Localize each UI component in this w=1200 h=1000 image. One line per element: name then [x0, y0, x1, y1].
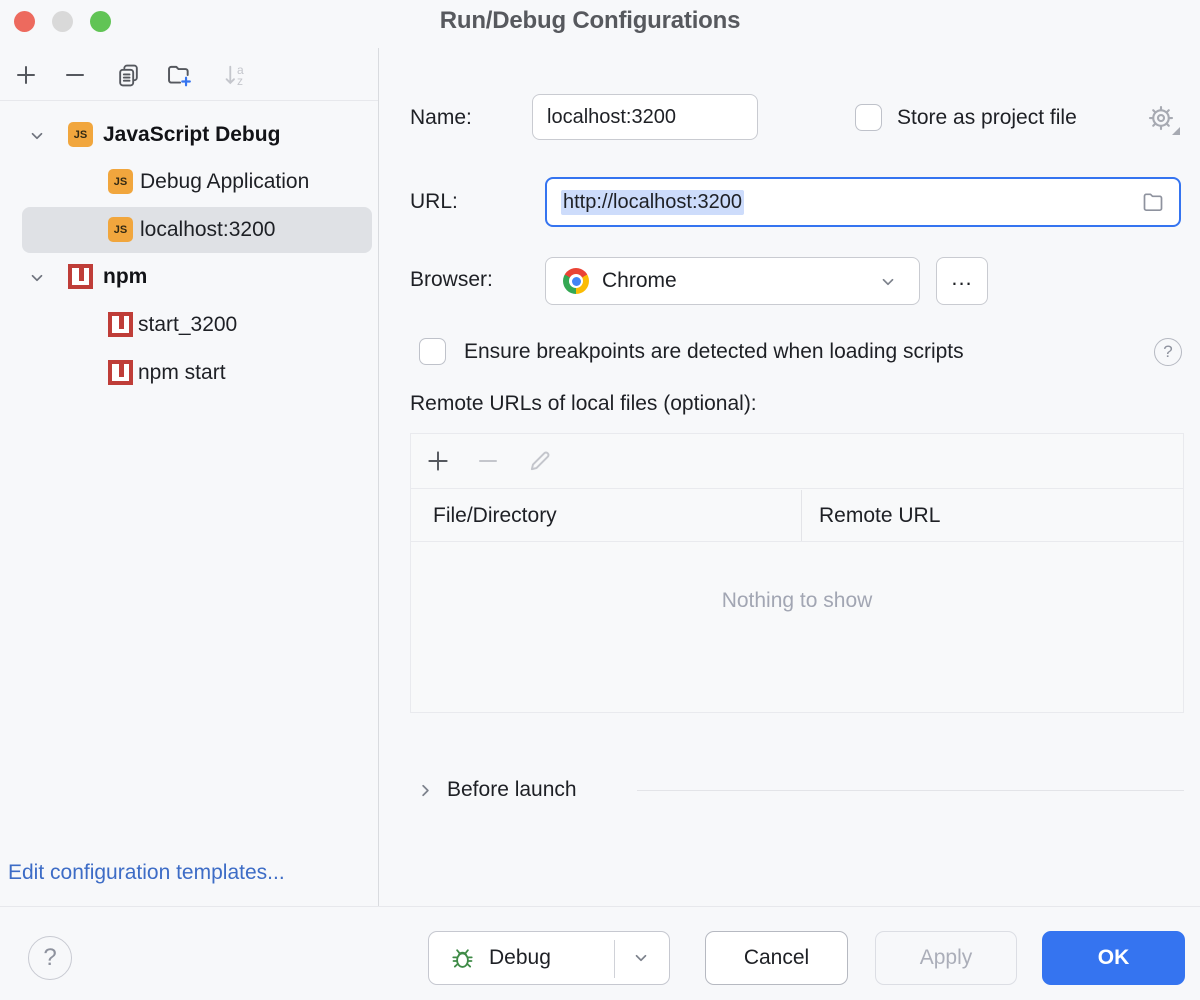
tree-item-label: npm start [138, 361, 226, 384]
table-column-divider[interactable] [801, 490, 802, 541]
chevron-right-icon[interactable] [416, 781, 435, 800]
tree-item-javascript-debug[interactable]: JS JavaScript Debug [0, 112, 378, 158]
tree-item-npm-start[interactable]: npm start [0, 350, 378, 396]
remote-urls-label: Remote URLs of local files (optional): [410, 392, 757, 415]
gear-icon[interactable] [1146, 103, 1180, 135]
dialog-title: Run/Debug Configurations [439, 7, 741, 34]
sidebar-toolbar-divider [0, 100, 378, 101]
table-toolbar-divider [411, 488, 1183, 489]
cancel-button[interactable]: Cancel [705, 931, 848, 985]
tree-selection-highlight [22, 207, 372, 253]
remove-configuration-icon[interactable] [62, 62, 88, 88]
sort-configurations-icon[interactable]: a z [221, 62, 247, 88]
copy-configuration-icon[interactable] [115, 62, 141, 88]
chevron-down-icon[interactable] [28, 269, 46, 287]
remote-urls-table: File/Directory Remote URL Nothing to sho… [410, 433, 1184, 713]
footer-divider [0, 906, 1200, 907]
url-label: URL: [410, 190, 458, 213]
new-folder-icon[interactable] [166, 62, 192, 88]
npm-icon [68, 264, 93, 289]
chrome-icon [563, 268, 589, 294]
ensure-breakpoints-checkbox[interactable] [419, 338, 446, 365]
ensure-breakpoints-label: Ensure breakpoints are detected when loa… [464, 340, 964, 363]
minimize-window-button[interactable] [52, 11, 73, 32]
browser-label: Browser: [410, 268, 493, 291]
chevron-down-icon [879, 273, 897, 291]
name-input[interactable] [532, 94, 758, 140]
javascript-icon: JS [68, 122, 93, 147]
chevron-down-icon[interactable] [28, 127, 46, 145]
ok-button[interactable]: OK [1042, 931, 1185, 985]
table-empty-text: Nothing to show [721, 589, 873, 612]
npm-icon [108, 360, 133, 385]
table-edit-pencil-icon[interactable] [527, 448, 553, 474]
bug-icon [449, 945, 476, 972]
debug-button[interactable]: Debug [428, 931, 670, 985]
tree-item-label: JavaScript Debug [103, 123, 281, 146]
sort-letter-z: z [237, 74, 243, 88]
zoom-window-button[interactable] [90, 11, 111, 32]
tree-item-start-3200[interactable]: start_3200 [0, 302, 378, 348]
npm-icon [108, 312, 133, 337]
table-header-divider [411, 541, 1183, 542]
tree-item-label: start_3200 [138, 313, 238, 336]
store-as-project-file-label: Store as project file [897, 106, 1077, 129]
name-label: Name: [410, 106, 472, 129]
javascript-icon: JS [108, 169, 133, 194]
browse-more-button[interactable]: ... [936, 257, 988, 305]
before-launch-label[interactable]: Before launch [447, 778, 577, 801]
table-add-icon[interactable] [425, 448, 451, 474]
folder-icon[interactable] [1141, 190, 1165, 214]
close-window-button[interactable] [14, 11, 35, 32]
debug-options-chevron-icon[interactable] [632, 949, 650, 967]
sidebar-divider [378, 48, 379, 906]
store-as-project-file-checkbox[interactable] [855, 104, 882, 131]
tree-item-label: localhost:3200 [140, 218, 276, 241]
url-input[interactable]: http://localhost:3200 [545, 177, 1181, 227]
table-remove-icon[interactable] [475, 448, 501, 474]
tree-item-label: npm [103, 265, 148, 288]
table-header-remote-url[interactable]: Remote URL [819, 504, 941, 527]
sort-letter-a: a [237, 63, 244, 77]
browser-selected-value: Chrome [602, 269, 677, 292]
dialog-help-button[interactable]: ? [28, 936, 72, 980]
debug-button-label: Debug [489, 946, 551, 969]
add-configuration-icon[interactable] [13, 62, 39, 88]
debug-split-divider [614, 940, 615, 978]
before-launch-divider [637, 790, 1184, 791]
tree-item-debug-application[interactable]: JS Debug Application [0, 159, 378, 205]
edit-configuration-templates-link[interactable]: Edit configuration templates... [8, 861, 285, 884]
table-header-file-directory[interactable]: File/Directory [433, 504, 557, 527]
javascript-icon: JS [108, 217, 133, 242]
tree-item-label: Debug Application [140, 170, 310, 193]
help-icon[interactable]: ? [1154, 338, 1182, 366]
tree-item-npm[interactable]: npm [0, 254, 378, 300]
apply-button[interactable]: Apply [875, 931, 1017, 985]
browser-select[interactable]: Chrome [545, 257, 920, 305]
tree-item-localhost-3200[interactable]: JS localhost:3200 [0, 207, 378, 253]
url-selected-text: http://localhost:3200 [561, 189, 745, 215]
